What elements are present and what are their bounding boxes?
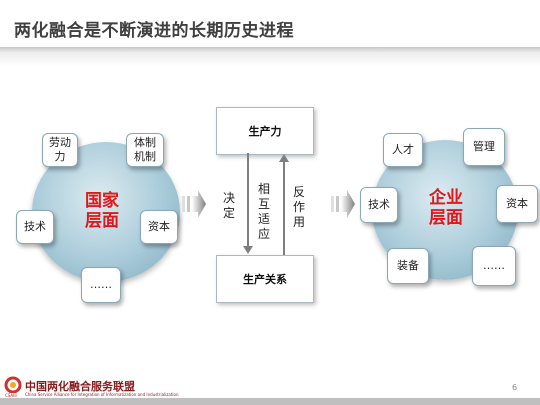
node-tech-national: 技术 <box>16 210 54 244</box>
node-capital-enterprise: 资本 <box>496 185 538 223</box>
label-counteract: 反作用 <box>292 185 305 229</box>
node-capital-national: 资本 <box>140 210 178 244</box>
arrow-right-gradient <box>331 190 355 218</box>
title-shade <box>0 52 540 66</box>
node-etc-national: …… <box>81 267 121 303</box>
node-equipment: 装备 <box>387 248 429 284</box>
page-title: 两化融合是不断演进的长期历史进程 <box>14 21 294 41</box>
arrow-left-gradient <box>182 190 206 218</box>
node-labor: 劳动 力 <box>42 133 78 167</box>
production-relations-box: 生产关系 <box>216 255 314 303</box>
vertical-arrows <box>243 153 289 255</box>
footer-bar <box>0 398 540 405</box>
label-mutual-adapt: 相互适应 <box>257 182 270 241</box>
node-etc-enterprise: …… <box>472 246 516 286</box>
node-system: 体制 机制 <box>126 133 164 167</box>
logo-text: CSAIII <box>5 393 17 398</box>
alliance-logo-icon <box>4 376 22 393</box>
enterprise-level-label: 企业 层面 <box>429 188 463 228</box>
org-name: 中国两化融合服务联盟 <box>25 380 135 393</box>
national-level-label: 国家 层面 <box>85 191 119 231</box>
node-management: 管理 <box>463 128 505 166</box>
node-talent: 人才 <box>383 133 423 167</box>
org-subtitle: China Service Alliance for Integration o… <box>25 392 179 397</box>
title-rule <box>0 47 540 52</box>
page-number: 6 <box>512 383 518 392</box>
productivity-box: 生产力 <box>216 107 314 155</box>
label-determine: 决定 <box>222 191 235 220</box>
node-tech-enterprise: 技术 <box>360 187 398 223</box>
